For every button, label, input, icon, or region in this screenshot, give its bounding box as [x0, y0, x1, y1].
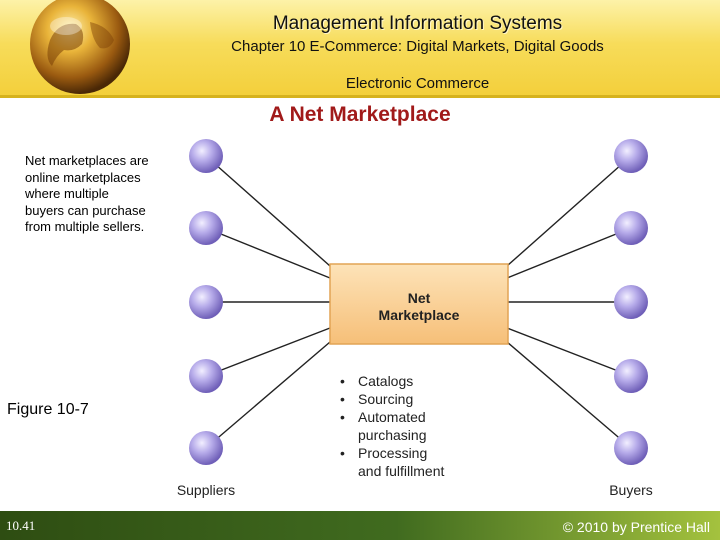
supplier-connector [205, 341, 331, 449]
center-label-line2: Marketplace [379, 307, 460, 323]
service-bullet: • [340, 391, 345, 407]
slide-title: A Net Marketplace [269, 103, 451, 126]
figure-label: Figure 10-7 [7, 401, 89, 418]
supplier-node [189, 431, 223, 465]
supplier-node [189, 285, 223, 319]
buyer-node [614, 211, 648, 245]
globe-icon [30, 0, 130, 94]
service-item-processing: Processing [358, 445, 427, 461]
buyer-node [614, 431, 648, 465]
footer-bar [0, 511, 720, 540]
buyer-connector [506, 327, 632, 377]
service-bullet: • [340, 445, 345, 461]
supplier-node [189, 359, 223, 393]
buyer-connector [506, 341, 632, 449]
section-title: Electronic Commerce [345, 75, 490, 92]
service-item-automated: Automated [358, 409, 426, 425]
service-bullet: • [340, 409, 345, 425]
buyer-node [614, 359, 648, 393]
suppliers-label: Suppliers [177, 482, 235, 498]
supplier-connector [205, 227, 331, 279]
supplier-connector [205, 327, 331, 377]
net-marketplace-box [329, 263, 509, 345]
chapter-title: Chapter 10 E-Commerce: Digital Markets, … [231, 38, 604, 55]
service-item-sourcing: Sourcing [358, 391, 413, 407]
course-title: Management Information Systems [272, 13, 563, 34]
description-text: Net marketplaces are online marketplaces… [25, 153, 149, 234]
buyer-connector [506, 155, 632, 267]
service-item-purchasing: purchasing [358, 427, 427, 443]
service-bullet: • [340, 373, 345, 389]
supplier-node [189, 139, 223, 173]
buyer-node [614, 285, 648, 319]
buyers-label: Buyers [609, 482, 653, 498]
slide-number: 10.41 [6, 518, 36, 533]
center-label-line1: Net [408, 290, 431, 306]
supplier-node [189, 211, 223, 245]
header-divider [0, 95, 720, 98]
buyer-node [614, 139, 648, 173]
supplier-connector [205, 155, 331, 267]
buyer-connector [506, 227, 632, 279]
service-item-fulfillment: and fulfillment [358, 463, 444, 479]
copyright-text: © 2010 by Prentice Hall [562, 519, 710, 535]
service-item-catalogs: Catalogs [358, 373, 413, 389]
